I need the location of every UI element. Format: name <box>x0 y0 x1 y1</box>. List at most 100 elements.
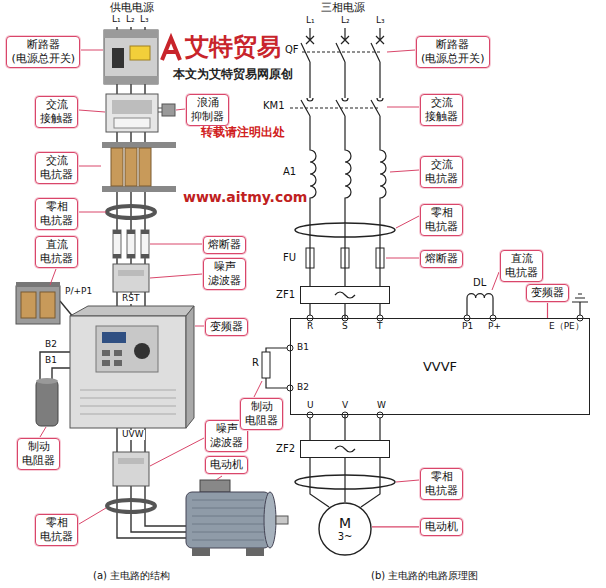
watermark: 本文为艾特贸易网原创 <box>172 68 294 81</box>
supply-wires <box>40 27 188 538</box>
fuse-symbol <box>306 248 314 268</box>
inverter-picture <box>70 306 194 316</box>
terminal <box>377 412 383 418</box>
terminal-label: B2 <box>44 340 58 350</box>
component-ref: DL <box>472 277 487 288</box>
leader-connector <box>547 302 548 318</box>
terminal-label: P/+P1 <box>64 287 93 297</box>
callout-box: 交流 接触器 <box>35 96 78 128</box>
callout-text: 交流 电抗器 <box>40 154 73 182</box>
callout-text: 交流 电抗器 <box>425 158 458 186</box>
dc-reactor-picture <box>40 292 55 318</box>
callout-text: 零相 电抗器 <box>40 516 73 544</box>
motor-symbol-text: 3~ <box>338 531 353 542</box>
motor-picture <box>186 492 270 548</box>
callout-box: 熔断器 <box>420 250 463 268</box>
phase-label: L₁ <box>111 15 122 25</box>
callout-box: 零相 电抗器 <box>35 198 78 230</box>
callout-text: 熔断器 <box>425 252 458 266</box>
leader-line <box>40 50 499 524</box>
component-ref: KM1 <box>262 100 286 111</box>
callout-text: 浪涌 抑制器 <box>191 96 224 124</box>
callout-text: 交流 接触器 <box>425 96 458 124</box>
contactor-picture <box>106 94 175 132</box>
callout-text: 变频器 <box>531 286 564 300</box>
fuse-symbol <box>341 248 349 268</box>
breaker-picture <box>104 30 158 84</box>
callout-box: 零相 电抗器 <box>35 514 78 546</box>
breaker-picture <box>104 30 158 38</box>
callout-text: 断路器 (电源总开关) <box>421 38 485 66</box>
fuse-picture <box>141 230 149 258</box>
callout-text: 熔断器 <box>208 238 241 252</box>
motor-picture <box>264 492 276 548</box>
brake-resistor-picture <box>36 378 58 384</box>
watermark: www.aitmy.com <box>182 190 308 205</box>
terminal-label: V <box>341 401 349 411</box>
callout-text: 制动 电阻器 <box>245 400 278 428</box>
ac-reactor-picture <box>139 148 151 186</box>
fuse-picture <box>127 254 135 258</box>
callout-box: 变频器 <box>205 318 248 336</box>
callout-box: 零相 电抗器 <box>420 204 463 236</box>
callout-box: 交流 电抗器 <box>420 156 463 188</box>
terminal-label: W <box>376 401 387 411</box>
motor-circle: M3~ <box>318 502 372 556</box>
watermark: 转载请注明出处 <box>200 126 286 139</box>
terminal-label: E（PE） <box>548 322 585 332</box>
leader-line <box>254 50 499 482</box>
schematic-wires <box>371 28 386 286</box>
callout-text: 零相 电抗器 <box>425 206 458 234</box>
schematic-wires <box>290 52 382 108</box>
phase-label: L₃ <box>375 16 386 26</box>
terminal-label: P+ <box>487 322 502 332</box>
component-ref: A1 <box>282 166 297 177</box>
callout-text: 断路器 (电源总开关) <box>11 38 75 66</box>
schematic-wires <box>572 294 588 315</box>
zero-phase-symbol <box>295 223 395 237</box>
callout-text: 直流 电抗器 <box>40 238 73 266</box>
breaker-picture <box>130 46 150 60</box>
ac-reactor-picture <box>111 148 123 186</box>
terminal-label: B1 <box>44 356 58 366</box>
terminal-label: B2 <box>296 383 310 393</box>
inverter-picture <box>186 306 194 428</box>
dc-reactor-picture <box>21 292 36 318</box>
terminal-label: S <box>341 322 349 332</box>
phase-label: L₂ <box>125 15 136 25</box>
fuse-picture <box>113 230 149 258</box>
inverter-picture <box>102 360 110 366</box>
callout-text: 零相 电抗器 <box>40 200 73 228</box>
ac-reactor-picture <box>102 142 176 192</box>
inverter-box: VVVF <box>290 318 590 415</box>
contactor-picture <box>162 104 175 116</box>
inverter-picture <box>114 360 122 366</box>
motor-picture <box>192 548 210 556</box>
inverter-picture <box>102 332 126 343</box>
inverter-label: VVVF <box>423 359 457 374</box>
fuse-picture <box>113 230 121 258</box>
motor-picture <box>276 516 288 524</box>
logo-mark <box>162 38 180 60</box>
breaker-picture <box>112 48 124 68</box>
inverter-picture <box>102 350 110 356</box>
callout-box: 电动机 <box>420 518 463 536</box>
callout-box: 交流 电抗器 <box>35 152 78 184</box>
inverter-picture <box>80 390 176 414</box>
inverter-picture <box>114 350 122 356</box>
leader-connector <box>372 526 420 527</box>
zero-phase-ring <box>107 500 155 512</box>
motor-picture <box>200 480 230 492</box>
callout-box: 零相 电抗器 <box>420 468 463 500</box>
dc-reactor-picture <box>16 282 60 287</box>
schematic-wires <box>467 294 493 315</box>
ac-reactor-picture <box>102 142 176 148</box>
contactor-picture <box>112 100 152 114</box>
filter-box: ZF2 <box>300 440 390 458</box>
fuse-symbol <box>306 248 384 268</box>
component-ref: FU <box>282 252 297 263</box>
phase-label: L₃ <box>139 15 150 25</box>
figure-caption: (a) 主电路的结构 <box>92 570 171 581</box>
contactor-picture <box>158 108 162 112</box>
